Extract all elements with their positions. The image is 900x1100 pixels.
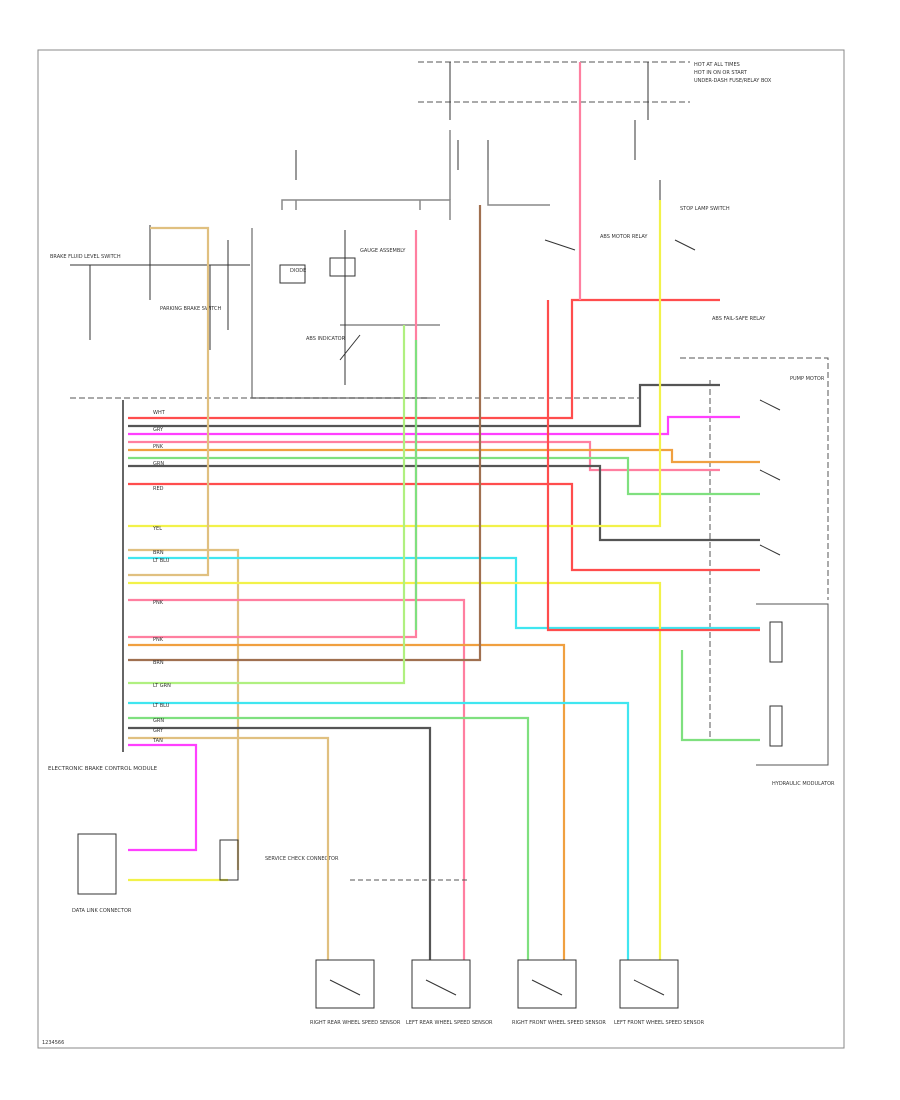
modulator-label: HYDRAULIC MODULATOR <box>772 781 835 787</box>
svg-text:PNK: PNK <box>153 637 164 643</box>
comp-failsafe-relay-label: ABS FAIL-SAFE RELAY <box>712 316 766 322</box>
comp-diode-label: DIODE <box>290 268 306 274</box>
svg-text:LT BLU: LT BLU <box>153 703 170 709</box>
wheel-sensor-lr <box>411 959 471 1009</box>
switch-area <box>70 120 696 385</box>
diagram-frame <box>37 49 845 1049</box>
wheel-sensor-rf <box>517 959 577 1009</box>
module-label: ELECTRONIC BRAKE CONTROL MODULE <box>48 766 158 772</box>
comp-parking-brake-label: PARKING BRAKE SWITCH <box>160 306 222 312</box>
svg-text:BRN: BRN <box>153 550 164 556</box>
comp-service-check-label: SERVICE CHECK CONNECTOR <box>265 856 339 862</box>
data-link-connector <box>77 833 117 895</box>
service-check-switch <box>219 839 239 881</box>
modulator-box <box>680 357 829 600</box>
svg-text:PNK: PNK <box>153 600 164 606</box>
svg-text:RED: RED <box>153 486 164 492</box>
comp-abs-indicator-label: ABS INDICATOR <box>306 336 346 342</box>
sensor-label-rf: RIGHT FRONT WHEEL SPEED SENSOR <box>512 1020 606 1026</box>
sensor-label-lf: LEFT FRONT WHEEL SPEED SENSOR <box>614 1020 705 1026</box>
dlc-label: DATA LINK CONNECTOR <box>72 908 132 914</box>
footer-code: 1234566 <box>42 1040 64 1046</box>
fuse-group <box>295 62 649 180</box>
comp-gauge-label: GAUGE ASSEMBLY <box>360 248 406 254</box>
comp-stop-lamp-label: STOP LAMP SWITCH <box>680 206 730 212</box>
svg-text:GRY: GRY <box>153 728 164 734</box>
sensor-label-lr: LEFT REAR WHEEL SPEED SENSOR <box>406 1020 493 1026</box>
comp-motor-relay-label: ABS MOTOR RELAY <box>600 234 648 240</box>
svg-text:BRN: BRN <box>153 660 164 666</box>
svg-text:GRN: GRN <box>153 718 164 724</box>
svg-text:LT BLU: LT BLU <box>153 558 170 564</box>
comp-pump-motor-label: PUMP MOTOR <box>790 376 825 382</box>
svg-text:TAN: TAN <box>152 738 163 744</box>
svg-text:YEL: YEL <box>152 526 162 532</box>
svg-text:LT GRN: LT GRN <box>153 683 171 689</box>
gray-wires <box>251 130 550 399</box>
wire-tags: WHT GRY PNK GRN RED YEL BRN LT BLU PNK PNK BR… <box>152 410 171 744</box>
fuse-box-label-1: HOT AT ALL TIMES <box>694 62 740 68</box>
harness-wires <box>128 62 760 960</box>
svg-text:WHT: WHT <box>153 410 166 416</box>
modulator-solenoids <box>759 399 783 747</box>
fuse-box-label-2: HOT IN ON OR START <box>694 70 748 76</box>
modulator-box-lower <box>756 603 829 766</box>
sensor-label-rr: RIGHT REAR WHEEL SPEED SENSOR <box>310 1020 401 1026</box>
comp-brake-fluid-label: BRAKE FLUID LEVEL SWITCH <box>50 254 121 260</box>
svg-text:GRY: GRY <box>153 427 164 433</box>
svg-text:PNK: PNK <box>153 444 164 450</box>
fuse-box-label-3: UNDER-DASH FUSE/RELAY BOX <box>694 78 772 84</box>
svg-text:GRN: GRN <box>153 461 164 467</box>
wheel-sensor-lf <box>619 959 679 1009</box>
wheel-sensor-rr <box>315 959 375 1009</box>
